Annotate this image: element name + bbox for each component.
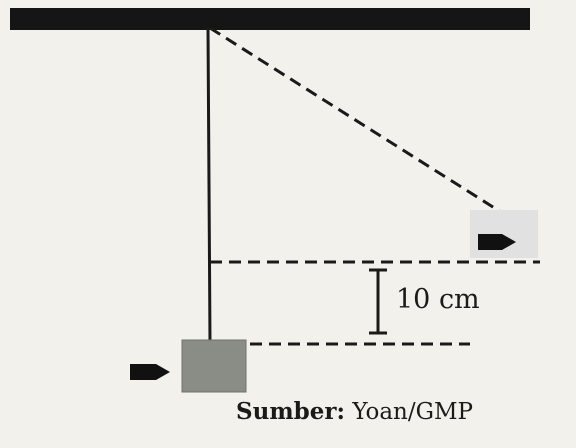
- ceiling-bar: [10, 8, 530, 30]
- height-marker: [369, 268, 387, 335]
- source-label: Sumber:: [236, 398, 345, 425]
- pendulum-string-displaced: [209, 26, 505, 216]
- displaced-bob-arrow-icon: [478, 234, 516, 250]
- source-credit: Sumber: Yoan/GMP: [236, 398, 473, 425]
- pendulum-bob: [181, 339, 247, 393]
- rest-bob-arrow-icon: [130, 364, 170, 380]
- source-value: Yoan/GMP: [352, 399, 474, 425]
- height-label: 10 cm: [396, 284, 480, 315]
- pendulum-string-rest: [206, 27, 212, 343]
